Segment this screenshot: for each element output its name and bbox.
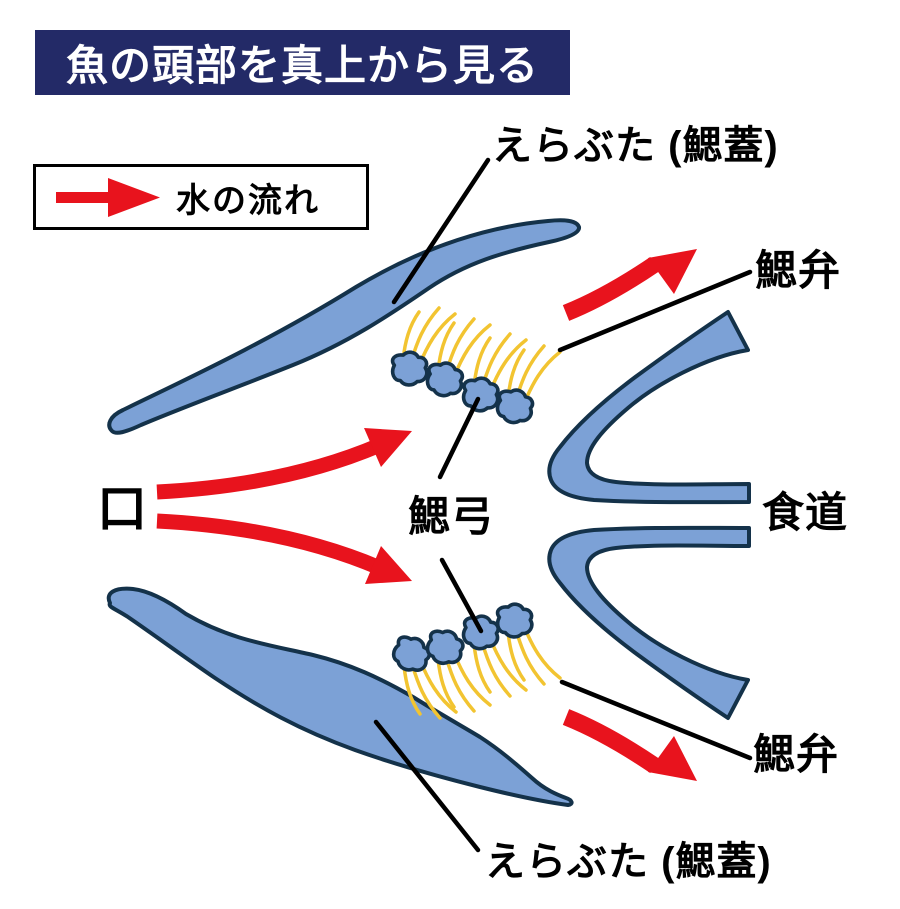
pointer-line-gill-arch-upper — [437, 396, 481, 480]
water-flow-legend: 水の流れ — [33, 164, 369, 230]
pointer-line-gill-arch-lower — [439, 557, 484, 634]
label-operculum-top: えらぶた (鰓蓋) — [492, 124, 779, 168]
label-mouth: 口 — [97, 481, 148, 537]
pointer-line-gill-filament-top — [557, 269, 753, 353]
water-flow-arrow-mouth-upper — [156, 428, 412, 500]
water-flow-arrow-icon — [56, 178, 160, 217]
water-flow-arrow-mouth-lower — [156, 513, 412, 584]
label-gill-filament-bottom: 鰓弁 — [753, 731, 840, 778]
gill-arch-bottom-1 — [389, 632, 434, 676]
label-esophagus: 食道 — [762, 489, 849, 536]
pharynx-wall-top-shape — [547, 310, 751, 505]
water-flow-arrow-exit-top — [562, 249, 697, 321]
water-flow-arrow-exit-bottom — [562, 709, 697, 781]
label-operculum-bottom: えらぶた (鰓蓋) — [485, 840, 772, 884]
pharynx-wall-bottom-shape — [547, 525, 751, 720]
legend-label: 水の流れ — [176, 181, 320, 220]
operculum-bottom-shape — [106, 586, 574, 807]
label-gill-arch: 鰓弓 — [408, 493, 495, 540]
pointer-line-operculum-bottom — [373, 719, 481, 853]
pointer-line-gill-filament-bottom — [559, 679, 753, 761]
page-title: 魚の頭部を真上から見る — [35, 30, 570, 95]
label-gill-filament-top: 鰓弁 — [755, 247, 842, 294]
gill-arch-bottom-2 — [424, 628, 466, 667]
operculum-top-shape — [107, 218, 581, 435]
pointer-line-operculum-top — [391, 157, 491, 305]
